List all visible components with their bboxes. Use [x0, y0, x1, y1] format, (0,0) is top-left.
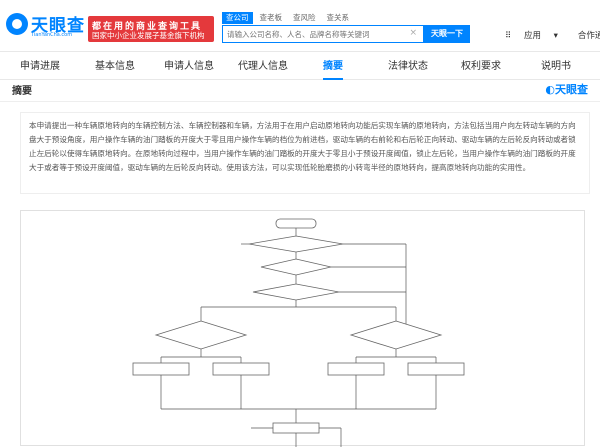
- tab-progress[interactable]: 申请进展: [20, 61, 60, 72]
- search-box: ×: [222, 25, 424, 43]
- tab-claims[interactable]: 权利要求: [461, 61, 501, 72]
- section-header: 摘要 ◐天眼查: [0, 80, 600, 102]
- tab-legal-status[interactable]: 法律状态: [388, 61, 428, 72]
- flowchart-decision-2: [260, 258, 332, 276]
- promo-line-2: 国家中小企业发展子基金旗下机构: [92, 31, 205, 40]
- logo[interactable]: 天眼查 TianYanCha.com: [6, 12, 88, 42]
- search-tab-company[interactable]: 查公司: [222, 12, 253, 24]
- promo-line-1: 都在用的商业查询工具: [92, 22, 203, 32]
- search-tab-boss[interactable]: 查老板: [259, 13, 283, 22]
- abstract-text: 本申请提出一种车辆原地转向的车辆控制方法、车辆控制器和车辆，方法用于在用户启动原…: [20, 112, 590, 194]
- search-tab-risk[interactable]: 查风险: [293, 13, 316, 22]
- search-type-tabs: 查公司 查老板 查风险 查关系: [222, 12, 356, 24]
- header-nav: ⠿ 应用 ▾ 合作通道 ▾: [505, 29, 600, 41]
- apps-menu[interactable]: ⠿ 应用 ▾: [505, 29, 568, 41]
- eye-logo-icon: ◐: [545, 83, 555, 96]
- partner-menu[interactable]: 合作通道 ▾: [578, 29, 600, 41]
- grid-icon: ⠿: [505, 31, 514, 41]
- patent-figure: [20, 210, 585, 447]
- flowchart-diagram: [132, 218, 465, 447]
- tab-description[interactable]: 说明书: [541, 61, 571, 72]
- tab-basic-info[interactable]: 基本信息: [95, 61, 135, 72]
- flowchart-step-d: [407, 362, 465, 376]
- partner-label: 合作通道: [577, 31, 600, 41]
- apps-label: 应用: [523, 31, 541, 41]
- tab-bar: 申请进展 基本信息 申请人信息 代理人信息 摘要 法律状态 权利要求 说明书: [0, 56, 600, 80]
- search-button[interactable]: 天眼一下: [424, 25, 470, 43]
- search-input[interactable]: [227, 29, 407, 40]
- tab-applicant[interactable]: 申请人信息: [164, 61, 214, 72]
- section-title: 摘要: [12, 86, 32, 97]
- flowchart-decision-5: [349, 320, 443, 350]
- flowchart-decision-4: [154, 320, 248, 350]
- clear-icon[interactable]: ×: [409, 28, 417, 38]
- logo-text: 天眼查: [31, 16, 85, 36]
- tab-agent[interactable]: 代理人信息: [238, 61, 288, 72]
- promo-banner[interactable]: 都在用的商业查询工具 国家中小企业发展子基金旗下机构: [88, 16, 214, 42]
- logo-subtitle: TianYanCha.com: [31, 32, 73, 38]
- flowchart-step-a: [132, 362, 190, 376]
- flowchart-decision-3: [252, 283, 340, 301]
- chevron-down-icon: ▾: [550, 31, 558, 41]
- flowchart-step-c: [327, 362, 385, 376]
- flowchart-node-start: [275, 218, 317, 229]
- watermark-text: 天眼查: [555, 83, 588, 96]
- flowchart-decision-1: [248, 235, 344, 253]
- brand-watermark: ◐天眼查: [545, 81, 588, 97]
- flowchart-step-end: [272, 422, 320, 434]
- flowchart-step-b: [212, 362, 270, 376]
- tab-abstract[interactable]: 摘要: [323, 56, 343, 80]
- search-tab-relation[interactable]: 查关系: [326, 13, 350, 22]
- top-bar: 天眼查 TianYanCha.com 都在用的商业查询工具 国家中小企业发展子基…: [0, 0, 600, 52]
- eye-logo-icon: [6, 13, 28, 35]
